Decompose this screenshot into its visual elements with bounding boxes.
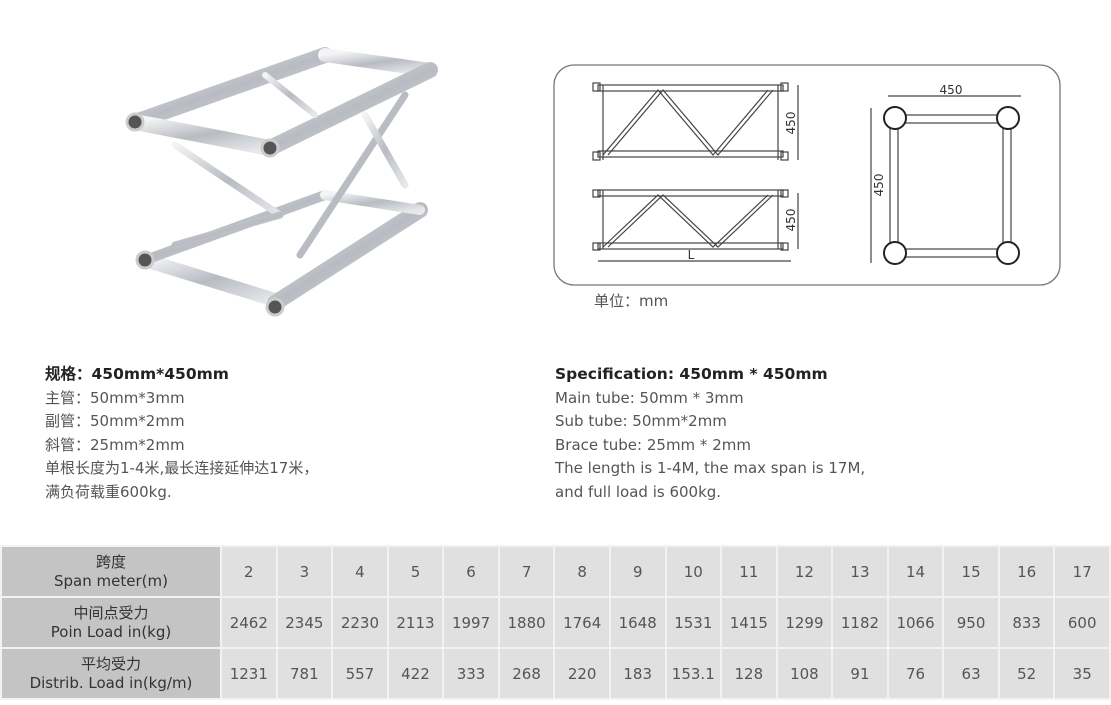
row-label-en: Span meter(m) [54, 571, 168, 590]
table-cell: 422 [386, 647, 445, 700]
table-cell: 7 [497, 545, 556, 598]
table-cell: 52 [997, 647, 1056, 700]
table-cell: 12 [775, 545, 834, 598]
spec-line: 主管：50mm*3mm [45, 388, 185, 407]
spec-line: 满负荷载重600kg. [45, 482, 172, 501]
table-cell: 781 [275, 647, 334, 700]
table-cell: 3 [275, 545, 334, 598]
table-cell: 17 [1053, 545, 1111, 598]
spec-line: and full load is 600kg. [555, 482, 722, 501]
dim-front-height-1: 450 [784, 112, 798, 135]
table-cell: 11 [720, 545, 778, 598]
table-cell: 1880 [497, 596, 556, 649]
table-cell: 108 [775, 647, 834, 700]
table-cell: 268 [497, 647, 556, 700]
table-cell: 35 [1053, 647, 1111, 700]
spec-line: 单根长度为1-4米,最长连接延伸达17米， [45, 459, 319, 477]
table-cell: 950 [942, 596, 1000, 649]
spec-line: 斜管：25mm*2mm [45, 435, 185, 454]
unit-label: 单位：mm [594, 292, 669, 310]
row-label-cn: 跨度 [95, 552, 126, 571]
table-cell: 600 [1053, 596, 1111, 649]
table-cell: 333 [442, 647, 500, 700]
table-cell: 1531 [664, 596, 723, 649]
table-cell: 9 [608, 545, 667, 598]
spec-line: 副管：50mm*2mm [45, 412, 185, 430]
table-cell: 2 [220, 545, 278, 598]
spec-title-cn: 规格：450mm*450mm [45, 365, 229, 383]
table-cell: 183 [608, 647, 667, 700]
spec-line: Sub tube: 50mm*2mm [555, 412, 727, 430]
table-cell: 13 [831, 545, 889, 598]
spec-english: Specification: 450mm * 450mm Main tube: … [555, 363, 865, 504]
row-label-en: Distrib. Load in(kg/m) [29, 673, 193, 692]
table-cell: 1299 [775, 596, 834, 649]
table-cell: 8 [553, 545, 611, 598]
truss-dimension-diagram: 450 450 450 450 L [553, 64, 1061, 286]
spec-chinese: 规格：450mm*450mm 主管：50mm*3mm 副管：50mm*2mm 斜… [45, 363, 318, 504]
spec-line: Main tube: 50mm * 3mm [555, 388, 744, 407]
table-cell: 1066 [886, 596, 945, 649]
row-label-cn: 平均受力 [80, 654, 141, 673]
table-cell: 1764 [553, 596, 611, 649]
table-cell: 1997 [442, 596, 500, 649]
dim-side-height: 450 [872, 174, 886, 197]
row-label-cn: 中间点受力 [73, 603, 149, 622]
table-cell: 2462 [220, 596, 278, 649]
table-cell: 76 [886, 647, 945, 700]
table-cell: 128 [720, 647, 778, 700]
table-cell: 2113 [386, 596, 445, 649]
table-cell: 220 [553, 647, 611, 700]
table-cell: 1415 [720, 596, 778, 649]
table-cell: 1182 [831, 596, 889, 649]
table-cell: 10 [664, 545, 723, 598]
table-cell: 14 [886, 545, 945, 598]
table-cell: 2230 [331, 596, 389, 649]
table-cell: 63 [942, 647, 1000, 700]
table-cell: 153.1 [664, 647, 723, 700]
table-cell: 2345 [275, 596, 334, 649]
table-cell: 1648 [608, 596, 667, 649]
table-cell: 4 [331, 545, 389, 598]
dim-top-width: 450 [940, 83, 963, 97]
truss-product-photo [125, 47, 438, 317]
table-cell: 557 [331, 647, 389, 700]
dim-front-height-2: 450 [784, 209, 798, 232]
spec-title-en: Specification: 450mm * 450mm [555, 365, 828, 383]
table-cell: 5 [386, 545, 445, 598]
dim-length: L [688, 248, 695, 262]
table-cell: 6 [442, 545, 500, 598]
table-cell: 16 [997, 545, 1056, 598]
table-cell: 833 [997, 596, 1056, 649]
spec-line: The length is 1-4M, the max span is 17M, [555, 459, 866, 477]
table-cell: 15 [942, 545, 1000, 598]
table-cell: 1231 [220, 647, 278, 700]
spec-line: Brace tube: 25mm * 2mm [555, 435, 751, 454]
table-cell: 91 [831, 647, 889, 700]
row-label-en: Poin Load in(kg) [50, 622, 172, 641]
